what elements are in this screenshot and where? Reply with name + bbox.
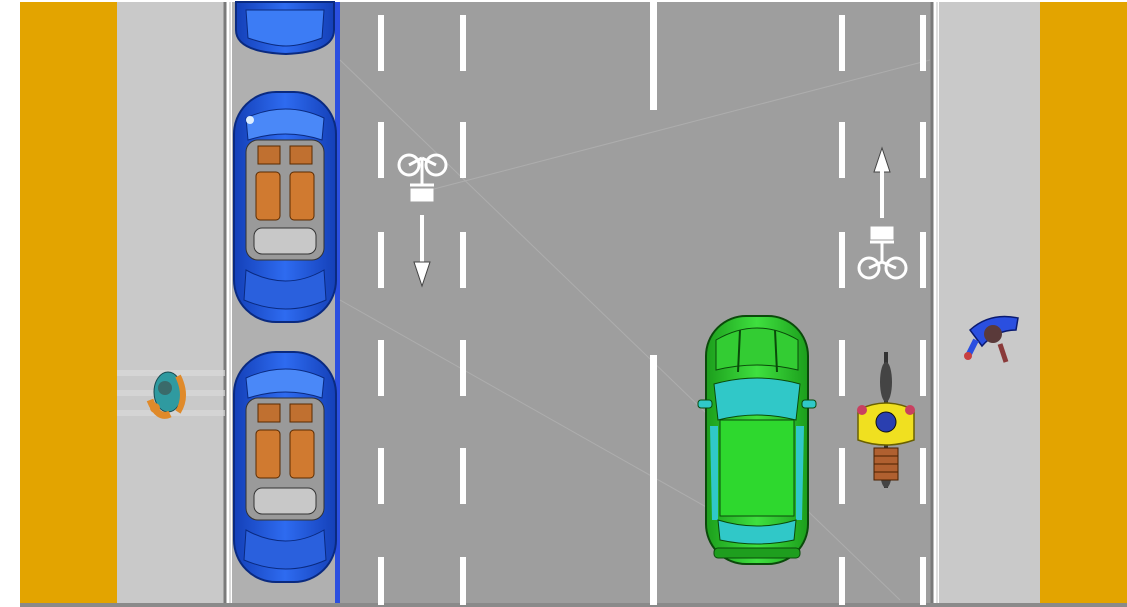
parked-car-2 — [234, 92, 336, 322]
moving-car — [698, 316, 816, 564]
left-sidewalk — [117, 2, 225, 605]
parked-car-1 — [236, 2, 334, 54]
right-verge — [1040, 2, 1127, 605]
left-verge — [20, 2, 117, 605]
right-sidewalk — [939, 2, 1040, 605]
road — [340, 2, 932, 605]
parked-car-3 — [234, 352, 336, 582]
